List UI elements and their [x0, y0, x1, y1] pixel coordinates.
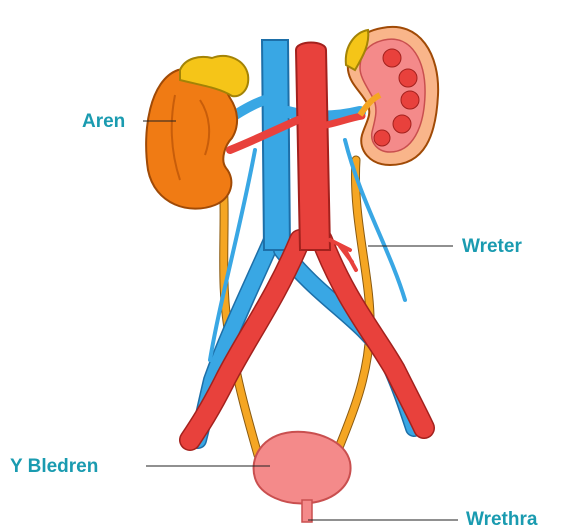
urethra-label: Wrethra: [466, 509, 537, 531]
ureter-label: Wreter: [462, 236, 522, 258]
urethra: [302, 500, 312, 522]
kidney-label: Aren: [82, 111, 125, 133]
aorta: [296, 43, 330, 251]
vena-cava: [262, 40, 290, 250]
bladder: [254, 432, 351, 522]
bladder-label: Y Bledren: [10, 456, 98, 478]
